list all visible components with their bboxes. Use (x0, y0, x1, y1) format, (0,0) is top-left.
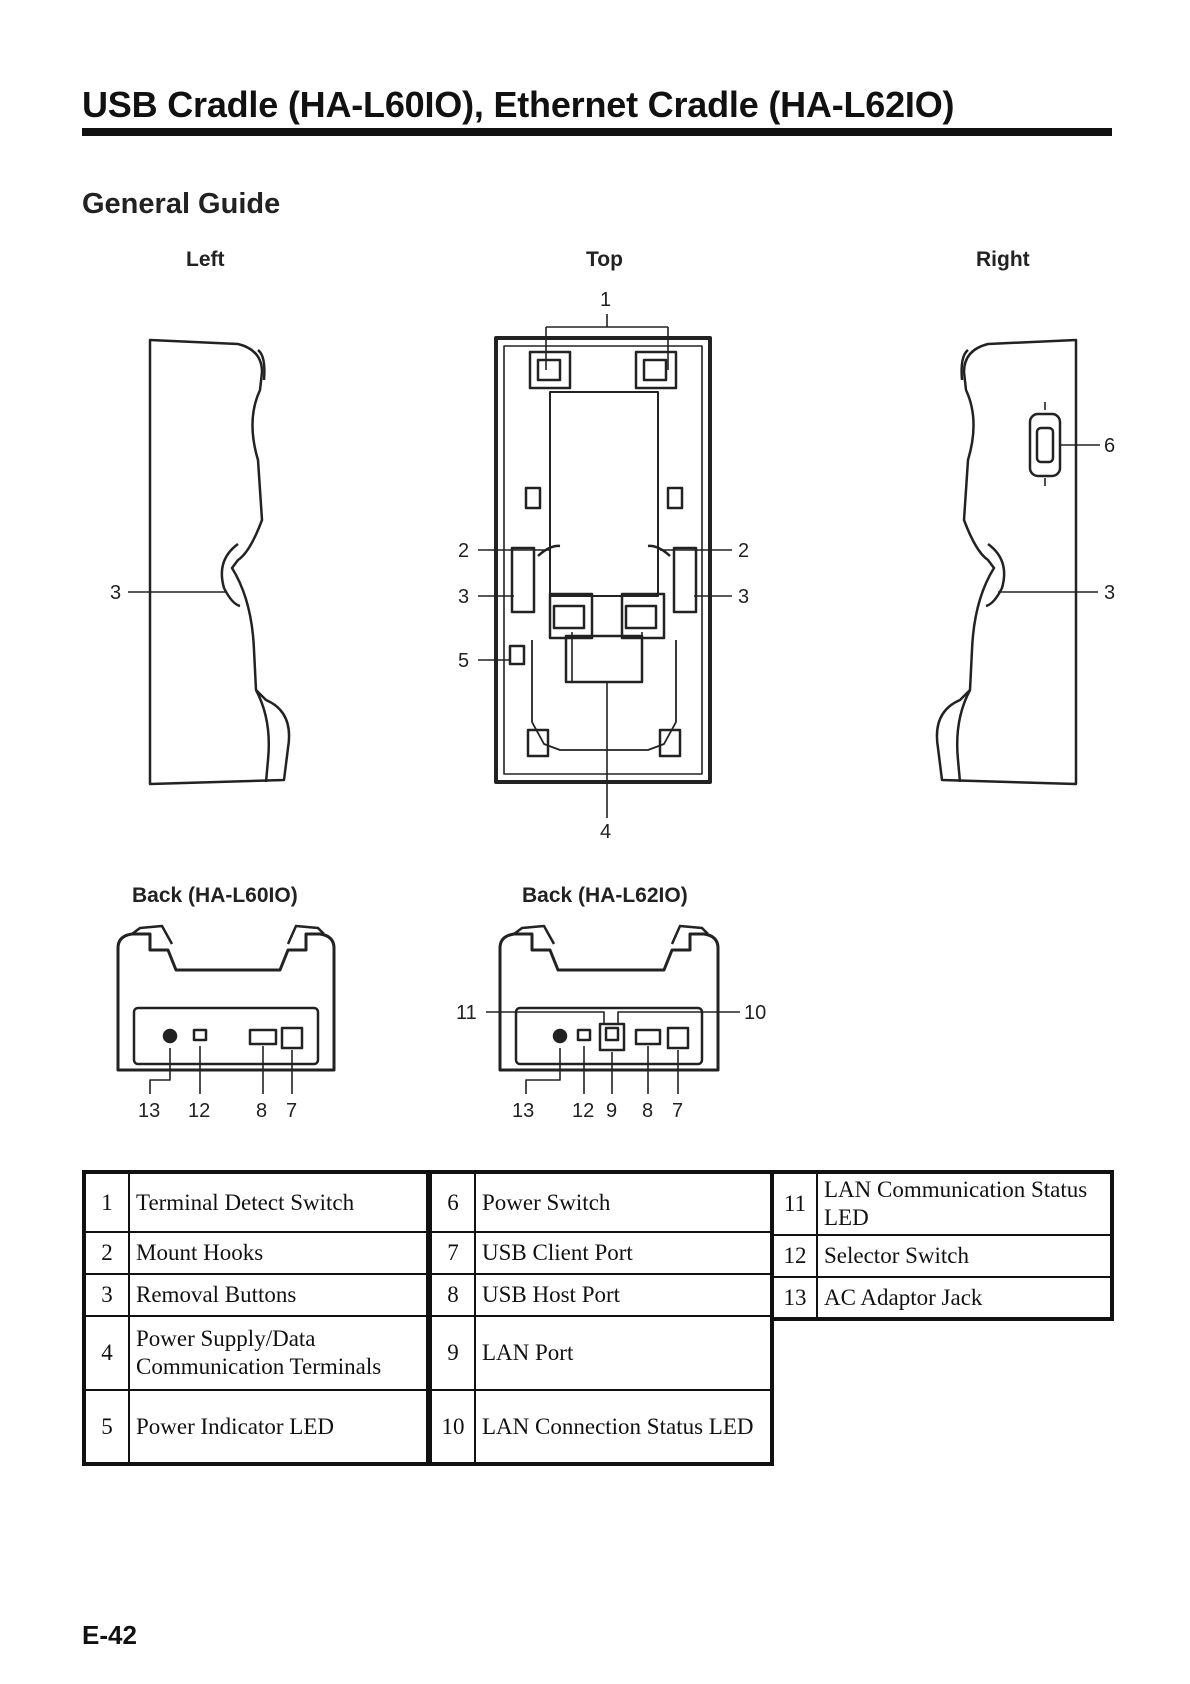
table-row: 10 LAN Connection Status LED (429, 1389, 773, 1465)
callout-top-5: 5 (458, 650, 469, 672)
table-row: 6 Power Switch (429, 1171, 773, 1233)
part-number: 6 (429, 1171, 476, 1233)
view-label-top: Top (586, 248, 623, 271)
callout-usb-7: 7 (286, 1100, 297, 1122)
page-number: E-42 (82, 1620, 137, 1650)
part-label: LAN Port (474, 1315, 773, 1391)
part-label: LAN Connection Status LED (474, 1389, 773, 1465)
part-number: 1 (83, 1171, 130, 1233)
title-underline (82, 128, 1112, 136)
cradle-right-side-view (935, 338, 1078, 786)
part-label: Terminal Detect Switch (128, 1171, 429, 1233)
part-label: USB Host Port (474, 1273, 773, 1317)
table-row: 12 Selector Switch (771, 1234, 1113, 1278)
callout-eth-8: 8 (642, 1100, 653, 1122)
cradle-left-side-view (148, 338, 291, 786)
part-label: Selector Switch (816, 1234, 1113, 1278)
part-label: LAN Communication Status LED (816, 1171, 1113, 1236)
cradle-diagram: 1 2 2 3 3 5 4 3 6 3 13 12 8 7 11 10 13 1… (110, 289, 1115, 1122)
parts-table-column-b: 6 Power Switch 7 USB Client Port 8 USB H… (428, 1170, 774, 1466)
callout-left-3: 3 (110, 582, 121, 604)
table-row: 9 LAN Port (429, 1315, 773, 1391)
callout-eth-11: 11 (456, 1002, 477, 1024)
parts-table-column-a: 1 Terminal Detect Switch 2 Mount Hooks 3… (82, 1170, 430, 1466)
table-row: 11 LAN Communication Status LED (771, 1171, 1113, 1236)
callout-eth-13: 13 (512, 1100, 534, 1122)
callout-top-2-right: 2 (738, 540, 749, 562)
part-number: 12 (771, 1234, 818, 1278)
part-label: Power Indicator LED (128, 1389, 429, 1465)
part-number: 10 (429, 1389, 476, 1465)
part-number: 3 (83, 1273, 130, 1317)
part-label: Removal Buttons (128, 1273, 429, 1317)
cradle-back-eth-view (498, 924, 720, 1072)
view-label-right: Right (976, 248, 1030, 271)
part-number: 8 (429, 1273, 476, 1317)
table-row: 1 Terminal Detect Switch (83, 1171, 429, 1233)
page-title: USB Cradle (HA-L60IO), Ethernet Cradle (… (82, 84, 955, 125)
part-label: Mount Hooks (128, 1231, 429, 1275)
callout-right-6: 6 (1104, 435, 1115, 457)
callout-eth-10: 10 (744, 1002, 766, 1024)
callout-right-3: 3 (1104, 582, 1115, 604)
view-label-back-usb: Back (HA-L60IO) (132, 884, 298, 907)
part-label: Power Supply/Data Communication Terminal… (128, 1315, 429, 1391)
parts-table-column-c: 11 LAN Communication Status LED 12 Selec… (770, 1170, 1114, 1321)
table-row: 13 AC Adaptor Jack (771, 1276, 1113, 1320)
part-number: 2 (83, 1231, 130, 1275)
part-number: 11 (771, 1171, 818, 1236)
cradle-top-view (494, 336, 712, 784)
view-label-back-eth: Back (HA-L62IO) (522, 884, 688, 907)
table-row: 3 Removal Buttons (83, 1273, 429, 1317)
cradle-back-usb-view (116, 924, 336, 1072)
table-row: 2 Mount Hooks (83, 1231, 429, 1275)
callout-usb-12: 12 (188, 1100, 210, 1122)
callout-eth-9: 9 (606, 1100, 617, 1122)
callout-top-2-left: 2 (458, 540, 469, 562)
part-label: Power Switch (474, 1171, 773, 1233)
table-row: 4 Power Supply/Data Communication Termin… (83, 1315, 429, 1391)
part-number: 13 (771, 1276, 818, 1320)
callout-top-3-left: 3 (458, 586, 469, 608)
callout-top-3-right: 3 (738, 586, 749, 608)
callout-usb-13: 13 (138, 1100, 160, 1122)
part-number: 7 (429, 1231, 476, 1275)
callout-top-1: 1 (600, 289, 611, 311)
part-number: 4 (83, 1315, 130, 1391)
table-row: 8 USB Host Port (429, 1273, 773, 1317)
callout-top-4: 4 (600, 821, 611, 843)
part-number: 5 (83, 1389, 130, 1465)
callout-eth-12: 12 (572, 1100, 594, 1122)
section-title: General Guide (82, 188, 281, 220)
table-row: 7 USB Client Port (429, 1231, 773, 1275)
table-row: 5 Power Indicator LED (83, 1389, 429, 1465)
callout-eth-7: 7 (672, 1100, 683, 1122)
part-label: AC Adaptor Jack (816, 1276, 1113, 1320)
callout-usb-8: 8 (256, 1100, 267, 1122)
part-label: USB Client Port (474, 1231, 773, 1275)
part-number: 9 (429, 1315, 476, 1391)
view-label-left: Left (186, 248, 225, 271)
